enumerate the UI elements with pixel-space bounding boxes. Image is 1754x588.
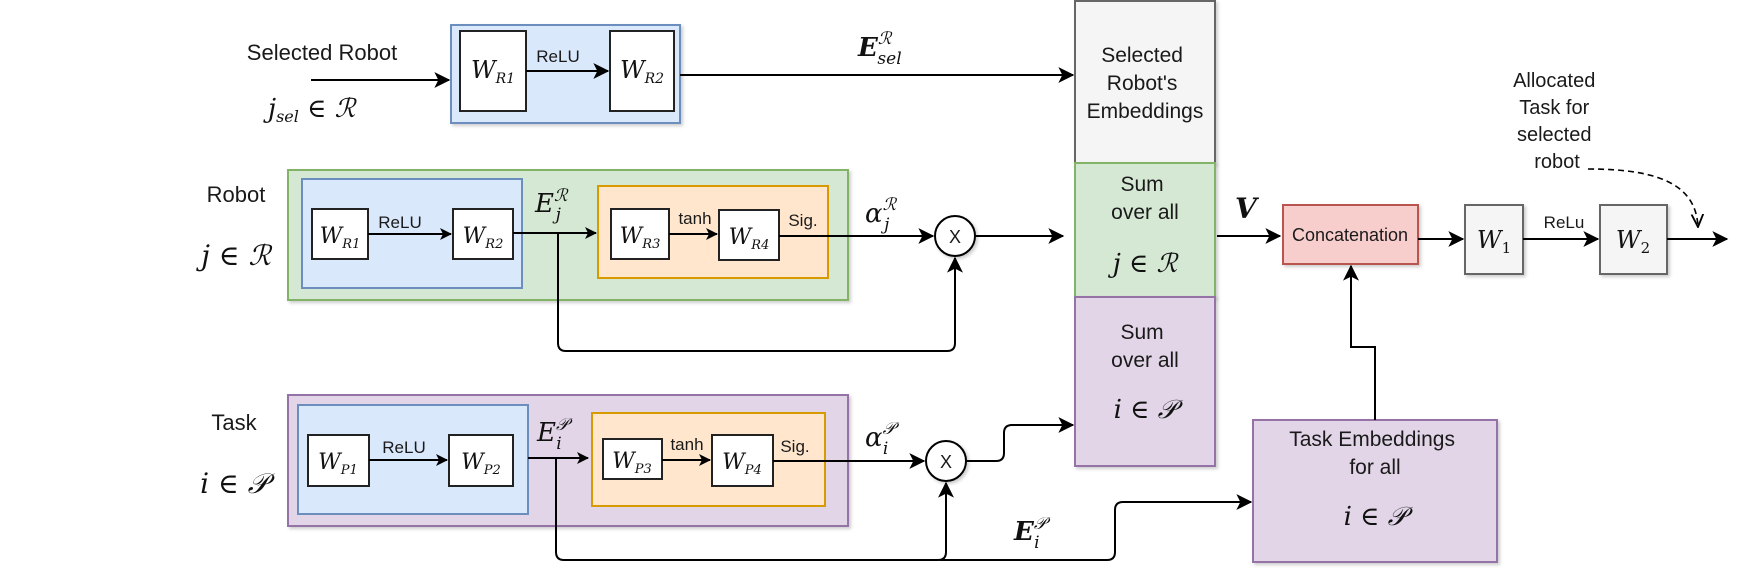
task-w-p1-label: WP1	[318, 450, 358, 478]
task-label: Task	[211, 410, 257, 435]
v-label: V	[1235, 192, 1260, 225]
robot-tanh-label: tanh	[678, 209, 711, 228]
task-embeddings-arrow	[940, 494, 1253, 561]
head-w2-label: W2	[1616, 226, 1650, 257]
selected-robot-input: Selected Robot jsel ∈ ℛ	[247, 40, 397, 126]
robot-w-r1-box	[311, 208, 369, 260]
task-index: i ∈ 𝒫	[200, 467, 276, 500]
sum-over-tasks-index: i ∈ 𝒫	[1114, 395, 1184, 425]
sum-over-robots-index: j ∈ ℛ	[1108, 249, 1180, 279]
head-w2-box	[1599, 204, 1668, 275]
task-to-sum-arrow	[966, 417, 1075, 462]
task-w-p2-box	[448, 434, 514, 487]
robot-w-r1-label: WR1	[320, 224, 361, 252]
sel-relu-label: ReLU	[536, 47, 579, 66]
task-tanh-label: tanh	[670, 435, 703, 454]
selected-robot-label: Selected Robot	[247, 40, 397, 65]
output-note-dashed-arrow	[1587, 168, 1698, 227]
concatenation-label: Concatenation	[1292, 225, 1408, 245]
robot-label: Robot	[207, 182, 266, 207]
task-w-p4-box	[711, 434, 774, 487]
task-w-p2-label: WP2	[461, 450, 501, 478]
sum-over-robots-text: Sum over all	[1111, 173, 1179, 224]
task-input: Task i ∈ 𝒫	[200, 410, 276, 500]
task-embeddings-text: Task Embeddings for all	[1289, 428, 1461, 479]
concatenation-box	[1282, 204, 1419, 265]
robot-w-r2-label: WR2	[463, 224, 504, 252]
robot-sig-label: Sig.	[788, 211, 817, 230]
sum-over-robots-box	[1074, 162, 1216, 298]
task-w-p3-label: WP3	[612, 449, 652, 477]
robot-w-r4-box	[718, 209, 780, 261]
sum-over-tasks-text: Sum over all	[1111, 321, 1179, 372]
output-note: Allocated Task for selected robot	[1513, 70, 1601, 173]
task-sig-label: Sig.	[780, 437, 809, 456]
task-embeddings-box	[1252, 419, 1498, 563]
task-relu-label: ReLU	[382, 438, 425, 457]
robot-relu-label: ReLU	[378, 213, 421, 232]
task-skip-connection	[555, 458, 954, 561]
task-w-p4-label: WP4	[722, 450, 762, 478]
robot-skip-connection	[557, 233, 963, 352]
task-embeddings-index: i ∈ 𝒫	[1344, 502, 1414, 532]
sel-w-r2-box	[609, 30, 675, 112]
sel-w-r2-label: WR2	[620, 56, 664, 87]
selected-robot-embeddings-box	[1074, 0, 1216, 164]
task-embeddings-to-concat-arrow	[1343, 264, 1376, 420]
sel-w-r1-label: WR1	[471, 56, 515, 87]
sel-w-r1-box	[459, 30, 527, 112]
selected-robot-index: jsel ∈ ℛ	[263, 94, 358, 126]
embedding-stack: Selected Robot's Embeddings Sum over all…	[1074, 0, 1216, 467]
task-w-p3-box	[602, 438, 663, 480]
robot-index: j ∈ ℛ	[195, 239, 272, 272]
robot-input: Robot j ∈ ℛ	[195, 182, 272, 272]
robot-w-r4-label: WR4	[729, 225, 770, 253]
head-relu-label: ReLu	[1544, 213, 1585, 232]
task-multiply-symbol: X	[940, 452, 952, 472]
robot-w-r3-label: WR3	[620, 224, 661, 252]
head-w1-label: W1	[1477, 226, 1511, 257]
robot-multiply-symbol: X	[949, 227, 961, 247]
selected-robot-embeddings-text: Selected Robot's Embeddings	[1087, 44, 1204, 123]
sum-over-tasks-box	[1074, 296, 1216, 467]
